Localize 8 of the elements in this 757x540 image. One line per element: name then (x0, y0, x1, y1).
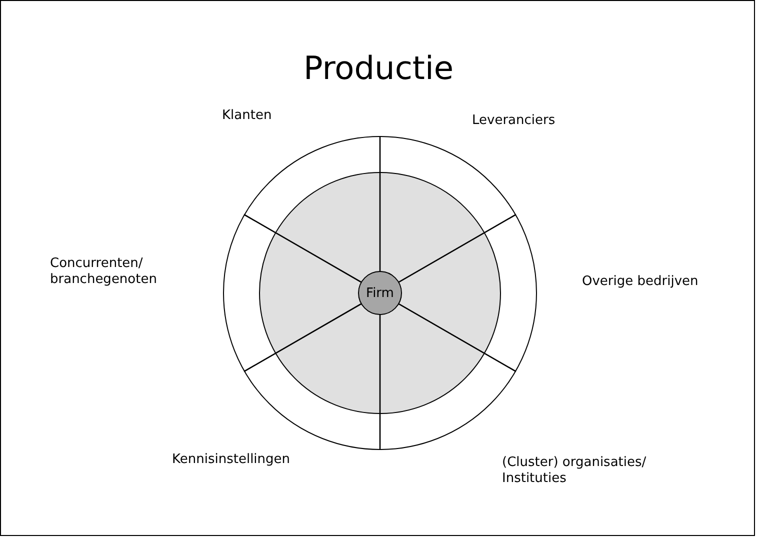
sector-label: Klanten (222, 108, 273, 124)
sector-label: Overige bedrijven (582, 274, 700, 290)
firm-circle: Firm (358, 271, 402, 315)
sector-label: (Cluster) organisaties/ Instituties (502, 455, 648, 487)
sector-label: Kennisinstellingen (172, 452, 292, 468)
sector-label: Leveranciers (472, 113, 556, 129)
diagram-title: Productie (302, 48, 455, 88)
sector-label: Concurrenten/ branchegenoten (50, 256, 158, 288)
